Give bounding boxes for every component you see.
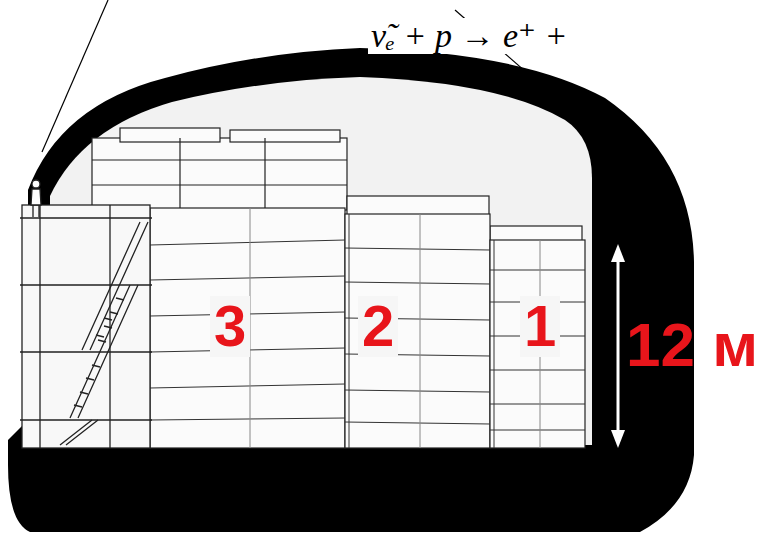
height-dimension: 12 м <box>626 312 758 377</box>
reaction-formula: ν̃ₑ + p → e⁺ + <box>368 18 570 54</box>
section-number-holder: 1 <box>520 296 560 357</box>
reaction-formula-holder: ν̃ₑ + p → e⁺ + <box>368 18 570 54</box>
cavern-rock <box>8 48 694 532</box>
height-arrow <box>611 244 625 448</box>
scaffolding <box>20 205 152 448</box>
section-number-holder: 2 <box>358 296 398 357</box>
detector-modules <box>92 128 585 448</box>
section-number: 2 <box>358 296 398 357</box>
section-number: 1 <box>520 296 560 357</box>
section-number: 3 <box>210 296 250 357</box>
module-rows <box>150 208 585 448</box>
view-line <box>42 0 108 152</box>
height-dimension-holder: 12 м <box>626 312 758 377</box>
section-number-holder: 3 <box>210 296 250 357</box>
person <box>31 180 41 217</box>
